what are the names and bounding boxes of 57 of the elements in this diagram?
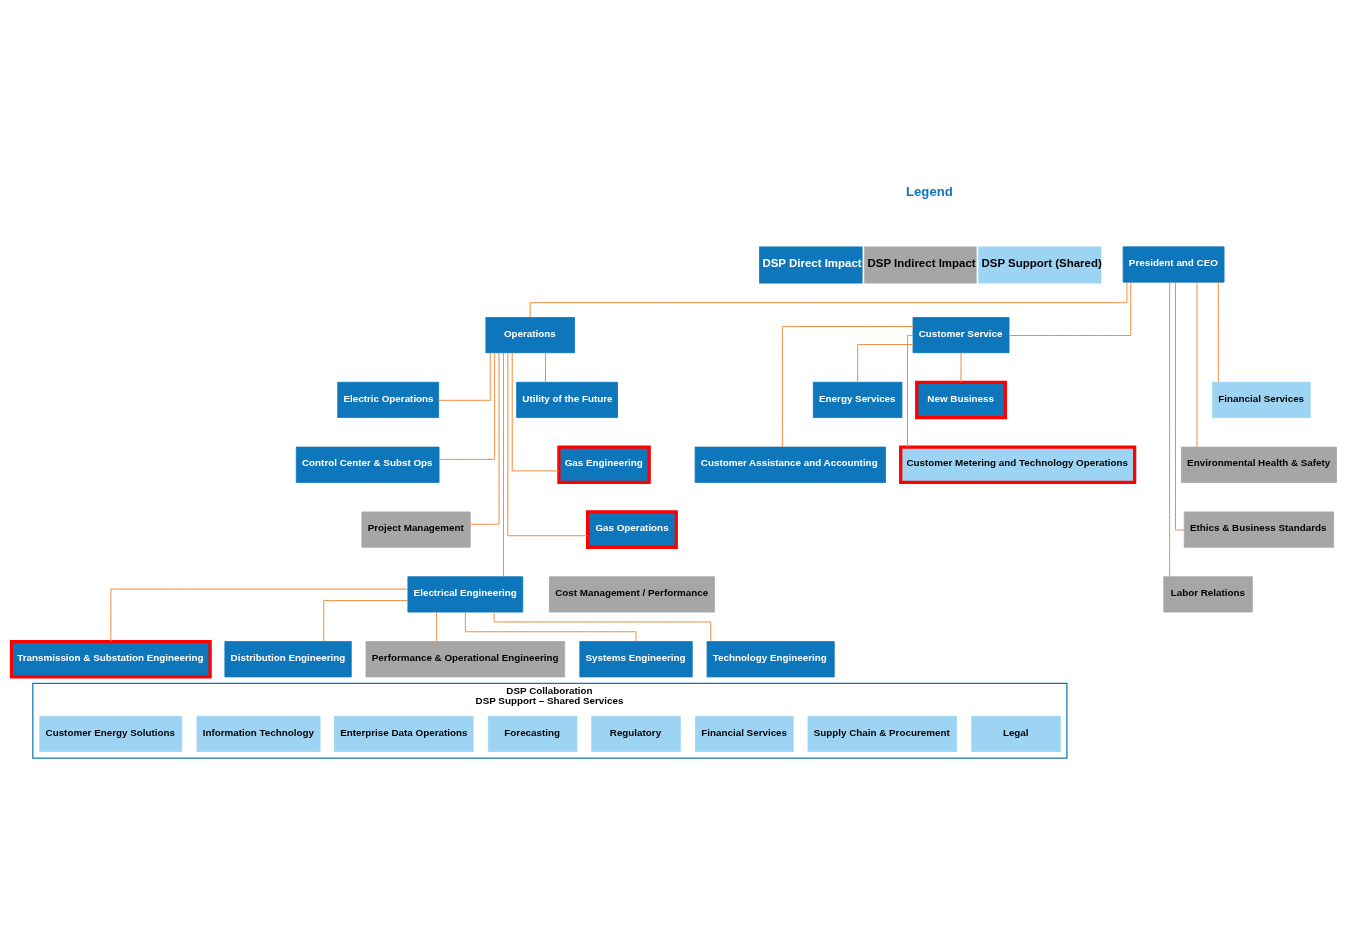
connector: [511, 351, 560, 471]
connector: [545, 351, 547, 383]
node-box: Gas Operations: [586, 509, 678, 549]
node-box: Financial Services: [695, 715, 794, 752]
connector: [464, 611, 637, 642]
connector: [507, 351, 588, 536]
connector: [438, 351, 496, 460]
connector: [323, 599, 409, 642]
connector: [110, 588, 409, 642]
node-box: Customer Service: [912, 316, 1010, 353]
node-box: Electrical Engineering: [407, 575, 524, 612]
connector: [493, 611, 712, 642]
node-box: Control Center & Subst Ops: [295, 446, 440, 483]
node-box: Labor Relations: [1163, 575, 1253, 612]
node-box: Cost Management / Performance: [549, 575, 715, 612]
connector: [907, 334, 914, 448]
legend-label: DSP Direct Impact: [762, 256, 862, 269]
node-box: Supply Chain & Procurement: [807, 715, 957, 752]
node-box: Customer Energy Solutions: [39, 715, 183, 752]
connector: [857, 343, 914, 383]
legend-label: DSP Indirect Impact: [867, 256, 976, 269]
node-box: Customer Metering and Technology Operations: [899, 444, 1137, 484]
node-box: Financial Services: [1212, 381, 1311, 418]
node-box: Technology Engineering: [706, 640, 835, 677]
node-box: Utility of the Future: [516, 381, 618, 418]
node-box: Legal: [971, 715, 1061, 752]
connector: [436, 611, 438, 642]
node-box: New Business: [915, 380, 1007, 419]
node-box: Transmission & Substation Engineering: [9, 639, 212, 679]
legend-label: DSP Support (Shared): [981, 256, 1102, 269]
node-box: Gas Engineering: [557, 444, 651, 484]
node-box: Systems Engineering: [579, 640, 693, 677]
connector: [1169, 281, 1171, 577]
node-box: Operations: [485, 316, 575, 353]
connector: [1008, 281, 1132, 336]
connector: [1217, 281, 1219, 383]
node-box: Ethics & Business Standards: [1183, 511, 1335, 548]
node-box: Distribution Engineering: [224, 640, 352, 677]
connector: [1175, 281, 1185, 530]
node-box: President and CEO: [1122, 245, 1225, 283]
connector: [502, 351, 504, 577]
node-box: Regulatory: [591, 715, 681, 752]
connector: [469, 351, 500, 525]
label: Legend: [906, 183, 953, 199]
connector: [1196, 281, 1198, 447]
connector: [781, 325, 914, 447]
node-box: Enterprise Data Operations: [334, 715, 474, 752]
node-box: Customer Assistance and Accounting: [694, 446, 886, 483]
node-box: Project Management: [361, 511, 471, 548]
connector: [438, 351, 491, 401]
node-box: Information Technology: [196, 715, 321, 752]
node-box: Performance & Operational Engineering: [365, 640, 566, 677]
node-box: Forecasting: [487, 715, 578, 752]
node-box: Energy Services: [812, 381, 903, 418]
connector: [960, 351, 962, 383]
node-box: Environmental Health & Safety: [1181, 446, 1337, 483]
node-box: Electric Operations: [337, 381, 440, 418]
